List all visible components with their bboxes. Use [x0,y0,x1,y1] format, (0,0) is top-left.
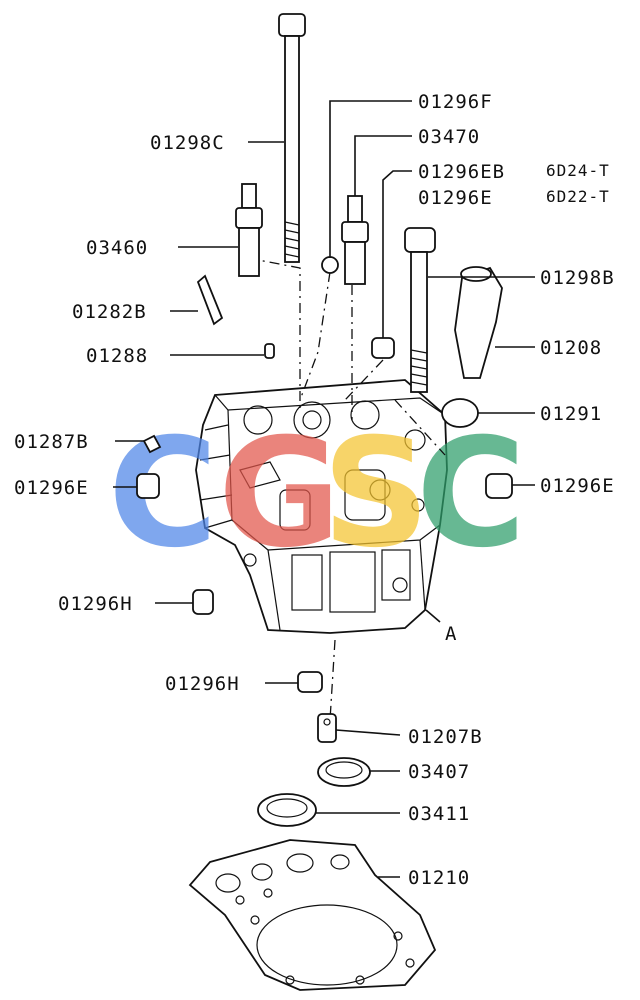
plug-01296E-right [485,473,513,499]
label-03470: 03470 [418,126,480,148]
label-01298B: 01298B [540,267,615,289]
valve-guide-03460 [235,183,263,277]
plug-01296F [321,256,339,274]
leader-lines [113,100,535,878]
label-03460: 03460 [86,237,148,259]
valve-guide-03470 [341,195,369,285]
watermark-letter-g: G [218,407,341,581]
label-03411: 03411 [408,803,470,825]
label-01296H-low: 01296H [165,673,240,695]
bolt-01298C [278,13,306,263]
label-01296E-right: 01296E [540,475,615,497]
head-gasket-01210 [188,839,437,991]
assembly-axis-lines [247,257,446,721]
injector-sleeve-01208 [454,266,503,379]
label-03407: 03407 [408,761,470,783]
plug-01296EB [371,337,395,359]
label-01208: 01208 [540,337,602,359]
plug-01296H-mid [192,589,214,615]
label-01207B: 01207B [408,726,483,748]
label-01291: 01291 [540,403,602,425]
watermark-letter-s: S [322,407,430,581]
label-01296EB: 01296EB [418,161,505,183]
ring-03407 [317,757,371,787]
plug-01296H-low [297,671,323,693]
label-01296E-top: 01296E [418,187,493,209]
watermark-letter-c1: C [108,407,218,581]
pin-01288 [264,343,275,359]
part-labels: 01296F 01298C 03470 01296EB 6D24-T 01296… [14,91,615,889]
plug-01296E-left [136,473,160,499]
label-01287B: 01287B [14,431,89,453]
label-model-6D22-T: 6D22-T [546,187,610,206]
pin-01282B [196,274,224,326]
nozzle-01207B [317,713,337,743]
label-01282B: 01282B [72,301,147,323]
label-01298C: 01298C [150,132,225,154]
label-01296E-left: 01296E [14,477,89,499]
watermark: C G S C [108,407,526,581]
label-model-6D24-T: 6D24-T [546,161,610,180]
plug-01291 [441,398,479,428]
label-01296F: 01296F [418,91,493,113]
pin-01287B [142,434,162,454]
label-01288: 01288 [86,345,148,367]
cylinder-head-block [195,379,448,634]
bolt-01298B [404,227,436,393]
label-01296H-mid: 01296H [58,593,133,615]
label-01210: 01210 [408,867,470,889]
ring-03411 [257,793,317,827]
label-ref-A: A [445,623,457,645]
